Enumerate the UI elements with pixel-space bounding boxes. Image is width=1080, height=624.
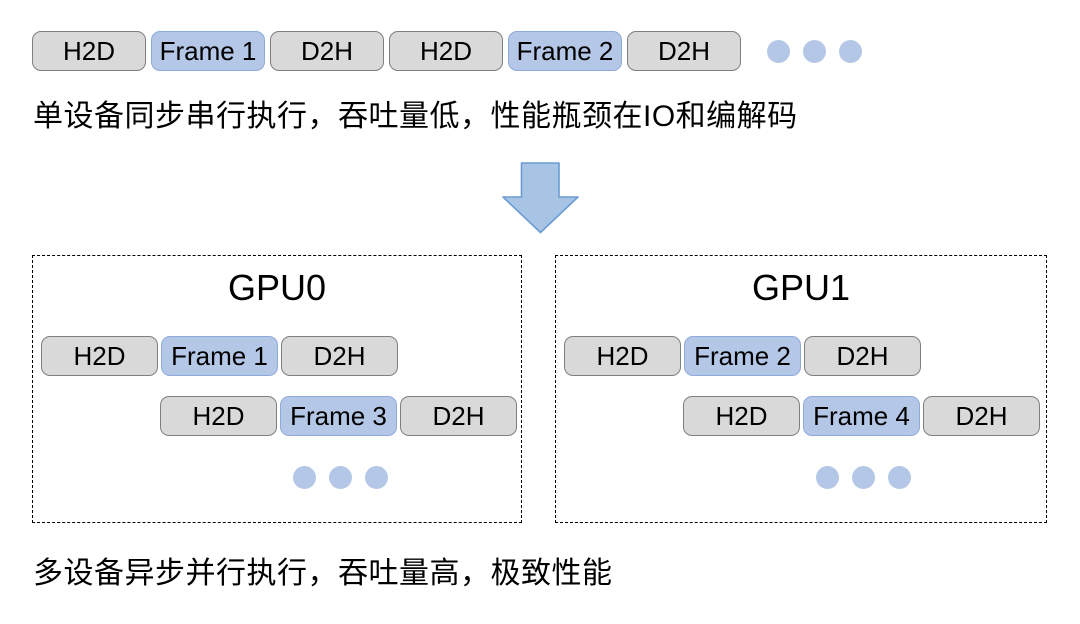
gpu1-pipeline-row-2: H2D Frame 4 D2H <box>683 396 1040 436</box>
block-d2h: D2H <box>400 396 517 436</box>
gpu0-title: GPU0 <box>227 267 327 308</box>
block-d2h: D2H <box>627 31 741 71</box>
block-frame-3: Frame 3 <box>280 396 397 436</box>
gpu0-pipeline-row-1: H2D Frame 1 D2H <box>41 336 398 376</box>
serial-pipeline: H2D Frame 1 D2H H2D Frame 2 D2H <box>32 31 862 71</box>
block-h2d: H2D <box>564 336 681 376</box>
gpu1-panel: GPU1 H2D Frame 2 D2H H2D Frame 4 D2H <box>555 255 1047 523</box>
block-frame-2: Frame 2 <box>508 31 622 71</box>
block-h2d: H2D <box>41 336 158 376</box>
ellipsis-dot-icon <box>852 466 875 489</box>
block-d2h: D2H <box>804 336 921 376</box>
block-frame-1: Frame 1 <box>151 31 265 71</box>
block-h2d: H2D <box>32 31 146 71</box>
block-frame-4: Frame 4 <box>803 396 920 436</box>
ellipsis-dot-icon <box>365 466 388 489</box>
block-d2h: D2H <box>281 336 398 376</box>
gpu0-pipeline-row-2: H2D Frame 3 D2H <box>160 396 517 436</box>
ellipsis-dots <box>293 466 388 489</box>
down-arrow-icon <box>502 162 579 234</box>
block-d2h: D2H <box>270 31 384 71</box>
ellipsis-dot-icon <box>803 39 826 63</box>
block-h2d: H2D <box>389 31 503 71</box>
ellipsis-dots <box>767 39 862 63</box>
block-frame-1: Frame 1 <box>161 336 278 376</box>
block-h2d: H2D <box>683 396 800 436</box>
gpu1-pipeline-row-1: H2D Frame 2 D2H <box>564 336 921 376</box>
parallel-caption: 多设备异步并行执行，吞吐量高，极致性能 <box>33 557 613 590</box>
ellipsis-dot-icon <box>767 39 790 63</box>
block-h2d: H2D <box>160 396 277 436</box>
ellipsis-dot-icon <box>816 466 839 489</box>
ellipsis-dot-icon <box>839 39 862 63</box>
ellipsis-dots <box>816 466 911 489</box>
serial-caption: 单设备同步串行执行，吞吐量低，性能瓶颈在IO和编解码 <box>33 100 798 133</box>
block-frame-2: Frame 2 <box>684 336 801 376</box>
block-d2h: D2H <box>923 396 1040 436</box>
ellipsis-dot-icon <box>888 466 911 489</box>
gpu0-panel: GPU0 H2D Frame 1 D2H H2D Frame 3 D2H <box>32 255 522 523</box>
gpu1-title: GPU1 <box>751 267 851 308</box>
ellipsis-dot-icon <box>293 466 316 489</box>
ellipsis-dot-icon <box>329 466 352 489</box>
